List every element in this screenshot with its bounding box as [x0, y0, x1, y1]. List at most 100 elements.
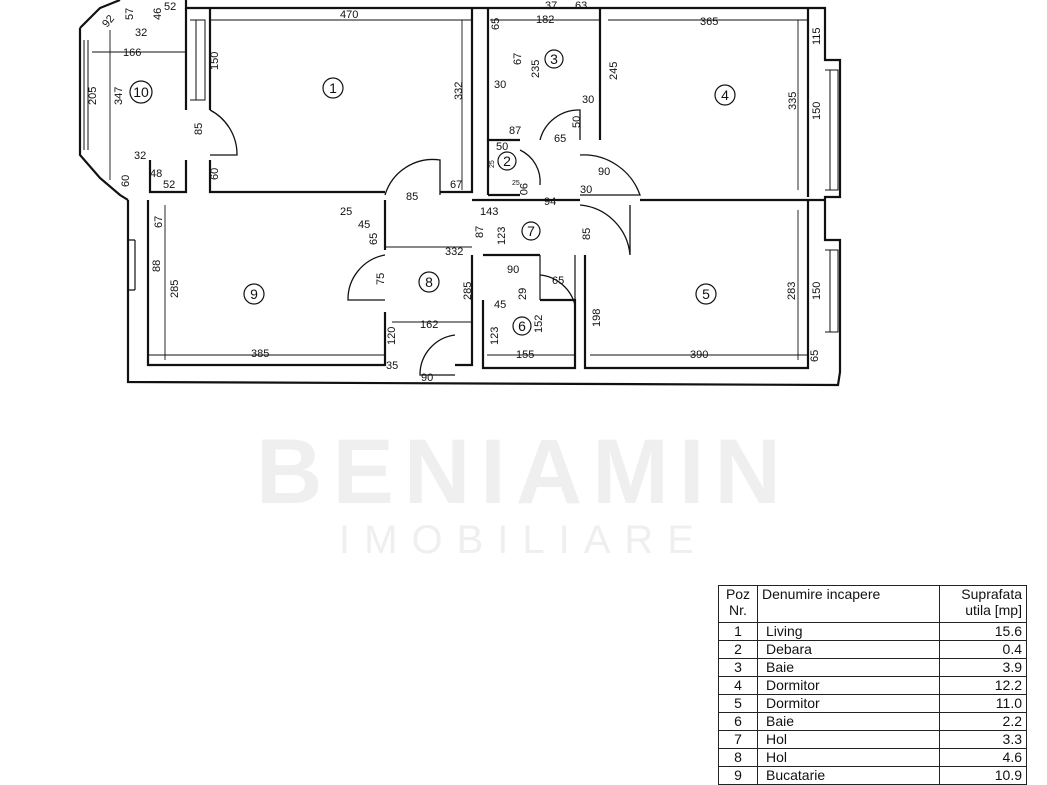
dim-label: 50	[571, 116, 583, 128]
dim-label: 162	[420, 319, 438, 331]
cell-name: Bucatarie	[757, 766, 940, 785]
room-marker-8: 8	[418, 271, 440, 293]
svg-text:4: 4	[721, 87, 729, 103]
cell-area: 12.2	[939, 676, 1027, 695]
cell-area: 15.6	[939, 622, 1027, 641]
dim-label: 52	[163, 179, 175, 191]
dim-label: 90	[598, 166, 610, 178]
dim-label: 120	[386, 327, 398, 345]
header-denumire: Denumire incapere	[757, 585, 940, 623]
cell-name: Baie	[757, 712, 940, 731]
dim-label: 65	[490, 18, 502, 30]
dim-label: 285	[462, 282, 474, 300]
room-marker-3: 3	[544, 49, 564, 69]
cell-name: Hol	[757, 748, 940, 767]
dim-label: 150	[811, 282, 823, 300]
legend-header-row: Poz Nr. Denumire incapere Suprafata util…	[718, 585, 1027, 623]
dim-label: 67	[512, 53, 524, 65]
room-marker-4: 4	[714, 84, 736, 106]
dim-label: 45	[494, 299, 506, 311]
dim-label: 115	[811, 27, 823, 45]
dim-label: 123	[496, 227, 508, 245]
dim-label: 60	[120, 175, 132, 187]
room-legend-table: Poz Nr. Denumire incapere Suprafata util…	[718, 585, 1027, 785]
room-marker-9: 9	[243, 283, 265, 305]
dim-label: 150	[209, 52, 221, 70]
dim-label: 60	[209, 168, 221, 180]
cell-name: Living	[757, 622, 940, 641]
dimension-lines	[92, 19, 808, 360]
dim-label: 25	[512, 180, 520, 187]
cell-area: 2.2	[939, 712, 1027, 731]
dim-label: 335	[787, 92, 799, 110]
walls	[78, 0, 842, 387]
dim-label: 235	[530, 60, 542, 78]
doors	[209, 109, 641, 376]
dim-label: 65	[809, 350, 821, 362]
cell-name: Dormitor	[757, 676, 940, 695]
cell-name: Baie	[757, 658, 940, 677]
room-marker-6: 6	[512, 316, 532, 336]
dimension-labels: 470 332 150 85 60 67 166 347 205 32 57 4…	[87, 0, 823, 384]
cell-poz: 9	[718, 766, 758, 785]
dim-label: 198	[591, 309, 603, 327]
dim-label: 123	[489, 327, 501, 345]
dim-label: 332	[445, 246, 463, 258]
cell-area: 0.4	[939, 640, 1027, 659]
dim-label: 285	[169, 280, 181, 298]
dim-label: 67	[450, 179, 462, 191]
dim-label: 470	[340, 9, 358, 21]
dim-label: 52	[164, 1, 176, 13]
room-marker-2: 2	[497, 151, 517, 171]
cell-poz: 1	[718, 622, 758, 641]
dim-label: 92	[100, 13, 117, 30]
svg-text:9: 9	[250, 286, 258, 302]
cell-poz: 7	[718, 730, 758, 749]
dim-label: 150	[811, 102, 823, 120]
cell-area: 3.9	[939, 658, 1027, 677]
dim-label: 57	[124, 8, 136, 20]
dim-label: 30	[582, 94, 594, 106]
room-marker-5: 5	[695, 283, 717, 305]
dim-label: 87	[509, 125, 521, 137]
cell-poz: 5	[718, 694, 758, 713]
dim-label: 29	[517, 288, 529, 300]
cell-poz: 4	[718, 676, 758, 695]
svg-text:1: 1	[329, 80, 337, 96]
cell-poz: 8	[718, 748, 758, 767]
cell-area: 11.0	[939, 694, 1027, 713]
dim-label: 365	[700, 16, 718, 28]
dim-label: 65	[552, 275, 564, 287]
dim-label: 48	[150, 168, 162, 180]
dim-label: 245	[608, 62, 620, 80]
room-markers: 1 2 3 4 5 6 7 8 9 10	[129, 49, 736, 336]
dim-label: 65	[368, 233, 380, 245]
dim-label: 283	[786, 282, 798, 300]
cell-poz: 2	[718, 640, 758, 659]
dim-label: 25	[340, 206, 352, 218]
dim-label: 90	[507, 264, 519, 276]
cell-area: 4.6	[939, 748, 1027, 767]
dim-label: 90	[421, 372, 433, 384]
room-marker-10: 10	[129, 80, 153, 104]
dim-label: 332	[453, 82, 465, 100]
dim-label: 65	[554, 133, 566, 145]
dim-label: 25	[489, 160, 496, 168]
svg-text:2: 2	[503, 153, 511, 169]
dim-label: 75	[375, 273, 387, 285]
dim-label: 85	[193, 123, 205, 135]
cell-area: 10.9	[939, 766, 1027, 785]
cell-name: Dormitor	[757, 694, 940, 713]
dim-label: 390	[690, 349, 708, 361]
dim-label: 85	[406, 191, 418, 203]
dim-label: 90	[517, 183, 529, 195]
dim-label: 166	[123, 47, 141, 59]
svg-text:8: 8	[425, 274, 433, 290]
cell-name: Debara	[757, 640, 940, 659]
